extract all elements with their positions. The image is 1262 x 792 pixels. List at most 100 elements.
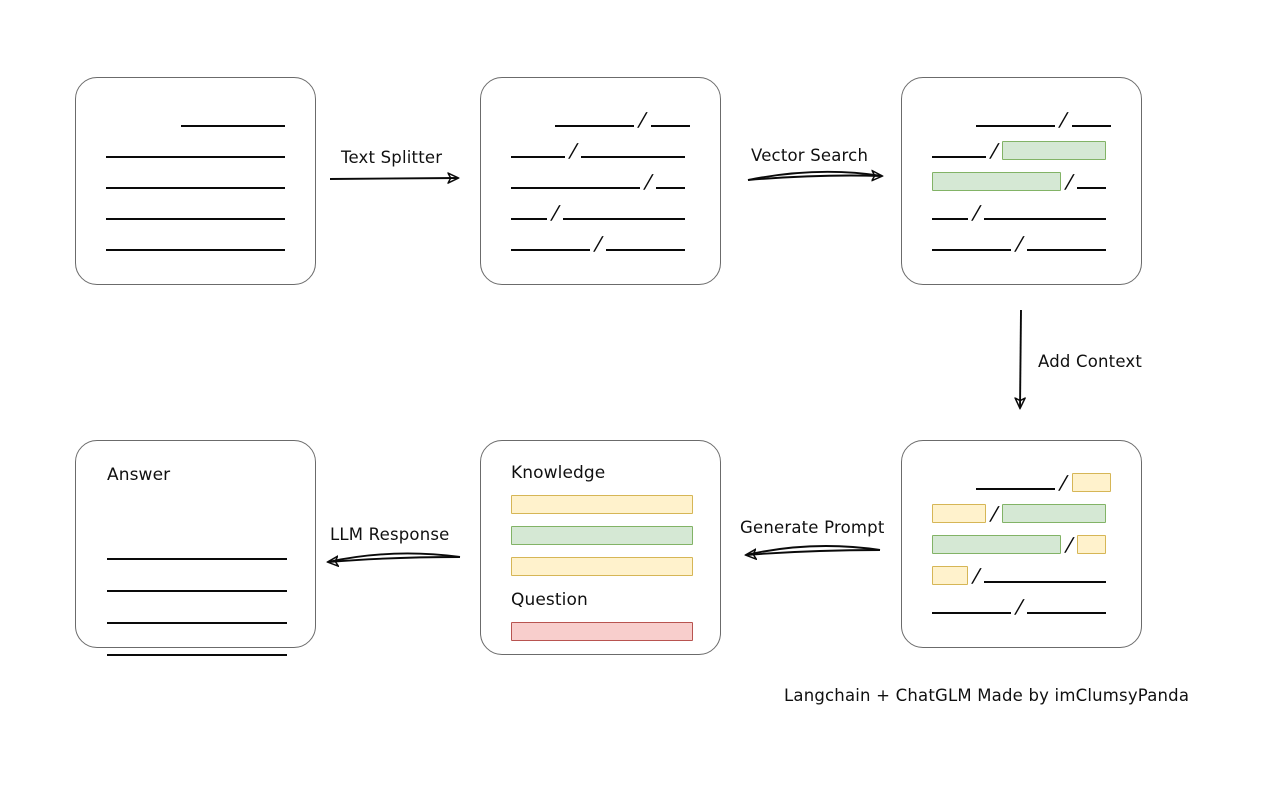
doc-line-row: / bbox=[932, 135, 1111, 166]
doc-line-row: / bbox=[511, 166, 690, 197]
box-split-chunks[interactable]: / / / / / bbox=[480, 77, 721, 285]
doc-line-row: / bbox=[932, 498, 1111, 529]
chunk-separator: / bbox=[1015, 595, 1023, 618]
doc-line-row: / bbox=[932, 197, 1111, 228]
arrow-label-add-context: Add Context bbox=[1038, 352, 1143, 371]
box-source-document[interactable] bbox=[75, 77, 316, 285]
chunk-separator: / bbox=[638, 108, 647, 131]
context-chunk-yellow[interactable] bbox=[932, 565, 968, 585]
arrow-add-context bbox=[1020, 309, 1021, 408]
context-chunk-yellow[interactable] bbox=[932, 503, 986, 523]
knowledge-label: Knowledge bbox=[511, 463, 606, 483]
text-line bbox=[107, 622, 287, 624]
text-line bbox=[511, 249, 590, 251]
doc-line-row bbox=[106, 228, 285, 259]
matched-chunks-rows: / / / / / bbox=[932, 78, 1111, 284]
doc-line-row: / bbox=[511, 228, 690, 259]
matched-chunk-green[interactable] bbox=[1002, 140, 1106, 160]
question-bar-red[interactable] bbox=[511, 622, 693, 641]
doc-line-row bbox=[107, 536, 287, 568]
matched-chunk-green[interactable] bbox=[932, 171, 1061, 191]
chunk-separator: / bbox=[644, 170, 653, 193]
text-line bbox=[511, 187, 640, 189]
text-line bbox=[650, 125, 690, 127]
text-line bbox=[984, 581, 1106, 583]
box-answer[interactable]: Answer bbox=[75, 440, 316, 656]
doc-line-row bbox=[107, 568, 287, 600]
knowledge-bar-yellow-2[interactable] bbox=[511, 557, 693, 576]
text-line bbox=[932, 612, 1011, 614]
chunk-separator: / bbox=[1065, 533, 1074, 556]
text-line bbox=[107, 590, 287, 592]
text-line bbox=[563, 218, 685, 220]
doc-line-row bbox=[107, 600, 287, 632]
chunk-separator: / bbox=[551, 201, 560, 224]
arrow-label-generate-prompt: Generate Prompt bbox=[740, 518, 885, 537]
answer-rows bbox=[107, 536, 287, 664]
context-chunk-green[interactable] bbox=[932, 534, 1061, 554]
doc-line-row bbox=[106, 104, 285, 135]
split-chunks-rows: / / / / / bbox=[511, 78, 690, 284]
text-line bbox=[106, 218, 285, 220]
chunk-separator: / bbox=[1059, 471, 1068, 494]
arrow-label-text-splitter: Text Splitter bbox=[341, 148, 443, 167]
context-chunks-rows: / / / / / bbox=[932, 441, 1111, 647]
text-line bbox=[511, 218, 547, 220]
text-line bbox=[932, 218, 968, 220]
arrow-vector-search bbox=[747, 172, 882, 180]
doc-line-row: / bbox=[932, 560, 1111, 591]
chunk-separator: / bbox=[1065, 170, 1074, 193]
text-line bbox=[107, 558, 287, 560]
doc-line-row: / bbox=[932, 104, 1111, 135]
text-line bbox=[1071, 125, 1111, 127]
doc-line-row: / bbox=[511, 197, 690, 228]
arrow-label-vector-search: Vector Search bbox=[751, 146, 869, 165]
diagram-caption: Langchain + ChatGLM Made by imClumsyPand… bbox=[784, 686, 1190, 705]
knowledge-bar-green[interactable] bbox=[511, 526, 693, 545]
answer-label: Answer bbox=[107, 465, 171, 485]
text-line bbox=[581, 156, 685, 158]
doc-line-row bbox=[106, 135, 285, 166]
knowledge-bar-yellow-1[interactable] bbox=[511, 495, 693, 514]
doc-line-row: / bbox=[932, 467, 1111, 498]
box-prompt[interactable]: Knowledge Question bbox=[480, 440, 721, 655]
context-chunk-yellow[interactable] bbox=[1077, 534, 1106, 554]
chunk-separator: / bbox=[1059, 108, 1068, 131]
doc-line-row: / bbox=[932, 591, 1111, 622]
box-matched-chunks[interactable]: / / / / / bbox=[901, 77, 1142, 285]
text-line bbox=[932, 156, 986, 158]
text-line bbox=[511, 156, 565, 158]
text-line bbox=[106, 249, 285, 251]
text-line bbox=[606, 249, 685, 251]
context-chunk-yellow[interactable] bbox=[1071, 472, 1111, 492]
text-line bbox=[976, 488, 1056, 490]
text-line bbox=[656, 187, 685, 189]
context-chunk-green[interactable] bbox=[1002, 503, 1106, 523]
chunk-separator: / bbox=[989, 139, 998, 162]
chunk-separator: / bbox=[1015, 232, 1023, 255]
text-line bbox=[555, 125, 635, 127]
doc-line-row bbox=[106, 166, 285, 197]
doc-line-row: / bbox=[932, 529, 1111, 560]
arrow-label-llm-response: LLM Response bbox=[330, 525, 450, 544]
text-line bbox=[932, 249, 1011, 251]
text-line bbox=[1027, 249, 1106, 251]
chunk-separator: / bbox=[972, 564, 981, 587]
doc-line-row bbox=[107, 632, 287, 664]
text-line bbox=[181, 125, 285, 127]
doc-line-row: / bbox=[511, 104, 690, 135]
chunk-separator: / bbox=[594, 232, 602, 255]
text-line bbox=[106, 187, 285, 189]
doc-line-row: / bbox=[932, 166, 1111, 197]
arrow-generate-prompt bbox=[746, 545, 881, 555]
box-context-chunks[interactable]: / / / / / bbox=[901, 440, 1142, 648]
doc-line-row bbox=[106, 197, 285, 228]
chunk-separator: / bbox=[972, 201, 981, 224]
text-line bbox=[1027, 612, 1106, 614]
text-line bbox=[107, 654, 287, 656]
question-label: Question bbox=[511, 590, 588, 610]
doc-line-row: / bbox=[511, 135, 690, 166]
chunk-separator: / bbox=[989, 502, 998, 525]
answer-content: Answer bbox=[107, 465, 287, 485]
